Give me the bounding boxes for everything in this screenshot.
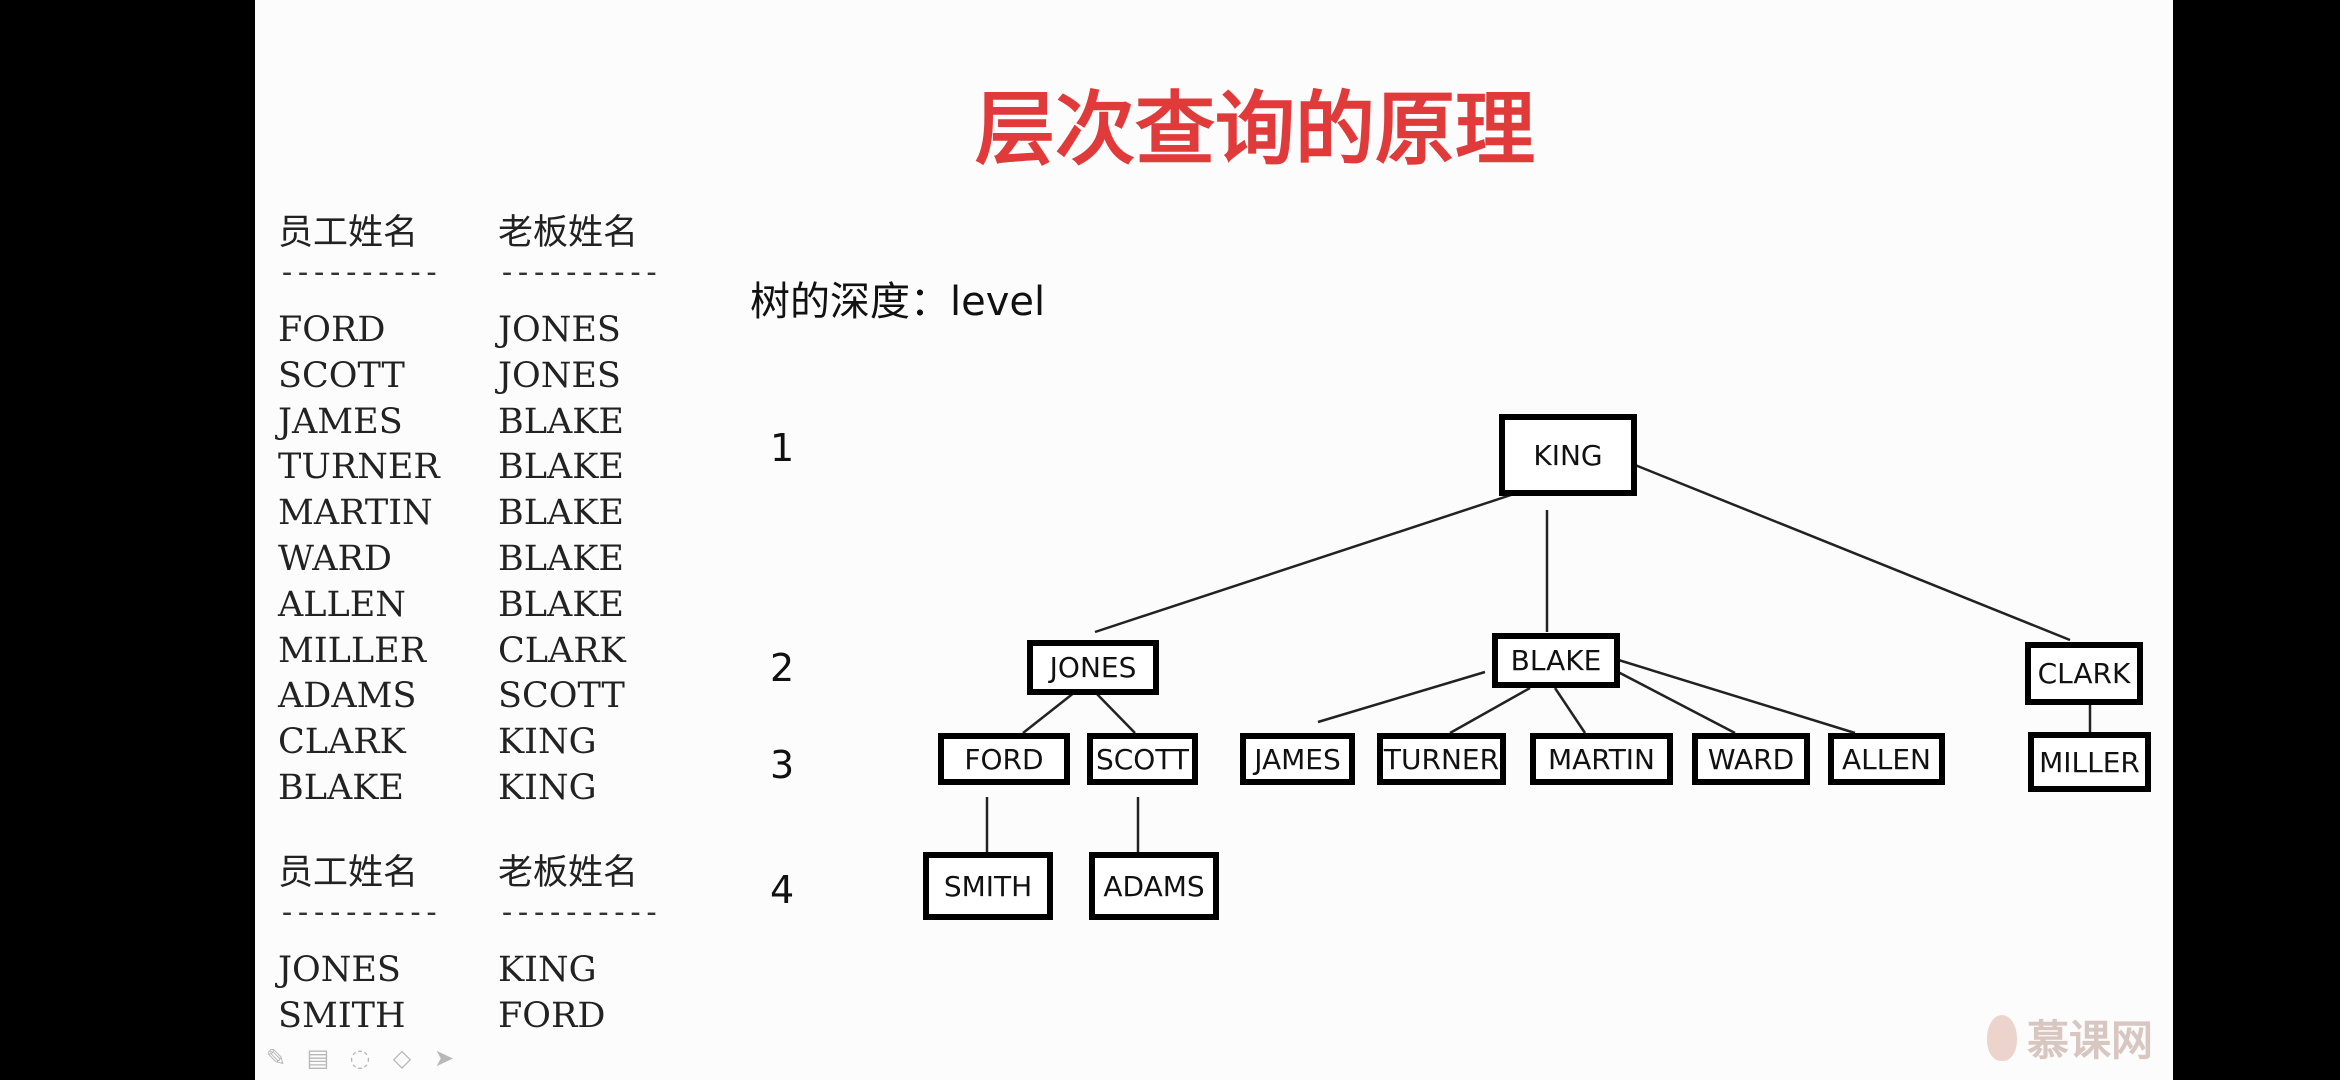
employee-name-cell: CLARK bbox=[278, 722, 406, 763]
employee-name-cell: BLAKE bbox=[278, 767, 404, 808]
pointer-icon[interactable]: ➤ bbox=[433, 1044, 455, 1072]
table-divider: ---------- ---------- bbox=[278, 898, 718, 928]
level-3-label: 3 bbox=[770, 743, 795, 787]
tree-node-turner: TURNER bbox=[1377, 733, 1506, 785]
tree-connectors bbox=[985, 463, 2092, 852]
divider-col2: ---------- bbox=[498, 255, 661, 290]
table-row: ADAMS SCOTT bbox=[278, 674, 718, 720]
tree-node-allen: ALLEN bbox=[1828, 733, 1945, 785]
boss-name-cell: JONES bbox=[498, 355, 621, 396]
employee-name-cell: MILLER bbox=[278, 630, 427, 671]
header-employee-name: 员工姓名 bbox=[278, 213, 419, 253]
imooc-watermark: 慕课网 bbox=[1986, 1007, 2153, 1068]
boss-name-cell: BLAKE bbox=[498, 447, 624, 488]
boss-name-cell: FORD bbox=[498, 995, 606, 1036]
boss-name-cell: BLAKE bbox=[498, 538, 624, 579]
boss-name-cell: BLAKE bbox=[498, 401, 624, 442]
table-row: BLAKE KING bbox=[278, 766, 718, 812]
employee-name-cell: WARD bbox=[278, 538, 392, 579]
table-row: JAMES BLAKE bbox=[278, 400, 718, 446]
employee-boss-table-2: 员工姓名 老板姓名 ---------- ---------- JONES KIN… bbox=[278, 848, 718, 1040]
tree-node-king: KING bbox=[1499, 414, 1637, 496]
highlighter-icon[interactable]: ◇ bbox=[392, 1044, 412, 1072]
level-1-label: 1 bbox=[770, 426, 795, 470]
tree-node-james: JAMES bbox=[1240, 733, 1355, 785]
employee-name-cell: JAMES bbox=[278, 401, 403, 442]
flame-logo-icon bbox=[1986, 1014, 2017, 1061]
table-row: WARD BLAKE bbox=[278, 537, 718, 583]
employee-name-cell: JONES bbox=[278, 950, 401, 990]
edge-king-jones bbox=[1094, 490, 1521, 634]
employee-name-cell: SCOTT bbox=[278, 355, 405, 396]
employee-name-cell: SMITH bbox=[278, 995, 406, 1036]
table-row: MARTIN BLAKE bbox=[278, 491, 718, 537]
divider-col2: ---------- bbox=[498, 895, 661, 930]
eraser-icon[interactable]: ◌ bbox=[349, 1044, 371, 1072]
table-row: CLARK KING bbox=[278, 720, 718, 766]
boss-name-cell: KING bbox=[498, 767, 597, 808]
tree-node-ward: WARD bbox=[1692, 733, 1810, 785]
boss-name-cell: KING bbox=[498, 722, 597, 763]
employee-name-cell: MARTIN bbox=[278, 493, 433, 534]
table-row: ALLEN BLAKE bbox=[278, 583, 718, 629]
header-employee-name: 员工姓名 bbox=[278, 853, 419, 893]
table-header: 员工姓名 老板姓名 bbox=[278, 848, 718, 898]
edge-blake-allen bbox=[1611, 656, 1856, 735]
boss-name-cell: BLAKE bbox=[498, 584, 624, 625]
boss-name-cell: KING bbox=[498, 950, 597, 990]
tree-depth-label: 树的深度：level bbox=[750, 279, 1046, 325]
tree-node-clark: CLARK bbox=[2025, 642, 2143, 705]
boss-name-cell: JONES bbox=[498, 310, 621, 350]
table-divider: ---------- ---------- bbox=[278, 258, 718, 288]
tree-node-scott: SCOTT bbox=[1087, 733, 1198, 785]
edge-jones-ford bbox=[1022, 691, 1076, 734]
table-row: SCOTT JONES bbox=[278, 354, 718, 400]
watermark-text: 慕课网 bbox=[2026, 1016, 2153, 1065]
pen-icon[interactable]: ✎ bbox=[265, 1044, 287, 1072]
table-row: MILLER CLARK bbox=[278, 629, 718, 675]
employee-name-cell: TURNER bbox=[278, 447, 440, 488]
divider-col1: ---------- bbox=[278, 895, 441, 930]
tree-node-martin: MARTIN bbox=[1530, 733, 1673, 785]
employee-name-cell: ALLEN bbox=[278, 584, 406, 625]
tree-node-ford: FORD bbox=[938, 733, 1070, 785]
tree-node-miller: MILLER bbox=[2028, 732, 2151, 792]
tree-node-jones: JONES bbox=[1027, 640, 1159, 695]
header-boss-name: 老板姓名 bbox=[498, 213, 639, 253]
level-2-label: 2 bbox=[770, 646, 795, 690]
table-row: SMITH FORD bbox=[278, 994, 718, 1040]
tree-node-blake: BLAKE bbox=[1492, 633, 1620, 688]
table-header: 员工姓名 老板姓名 bbox=[278, 208, 718, 258]
table-row: JONES KING bbox=[278, 948, 718, 994]
annotation-toolbar: ✎ ▤ ◌ ◇ ➤ bbox=[263, 1044, 457, 1072]
boss-name-cell: SCOTT bbox=[498, 676, 625, 717]
edge-jones-scott bbox=[1094, 691, 1136, 734]
employee-boss-table-1: 员工姓名 老板姓名 ---------- ---------- FORD JONE… bbox=[278, 208, 718, 812]
edge-blake-james bbox=[1317, 670, 1486, 724]
slide-title: 层次查询的原理 bbox=[975, 83, 1535, 176]
employee-name-cell: ADAMS bbox=[278, 676, 417, 717]
employee-name-cell: FORD bbox=[278, 310, 386, 350]
divider-col1: ---------- bbox=[278, 255, 441, 290]
boss-name-cell: BLAKE bbox=[498, 493, 624, 534]
table-body: FORD JONES SCOTT JONES JAMES BLAKE TURNER BLAKE… bbox=[278, 308, 718, 812]
slide: 层次查询的原理 员工姓名 老板姓名 ---------- ---------- … bbox=[255, 0, 2173, 1080]
boss-name-cell: CLARK bbox=[498, 630, 626, 671]
edge-king-clark bbox=[1634, 463, 2071, 642]
table-row: FORD JONES bbox=[278, 308, 718, 354]
edge-blake-turner bbox=[1449, 686, 1531, 735]
table-body: JONES KING SMITH FORD bbox=[278, 948, 718, 1040]
edge-blake-martin bbox=[1553, 687, 1587, 734]
header-boss-name: 老板姓名 bbox=[498, 853, 639, 893]
table-row: TURNER BLAKE bbox=[278, 445, 718, 491]
tree-node-adams: ADAMS bbox=[1089, 852, 1219, 920]
grid-icon[interactable]: ▤ bbox=[306, 1044, 330, 1072]
level-4-label: 4 bbox=[770, 868, 795, 912]
tree-node-smith: SMITH bbox=[923, 852, 1053, 920]
